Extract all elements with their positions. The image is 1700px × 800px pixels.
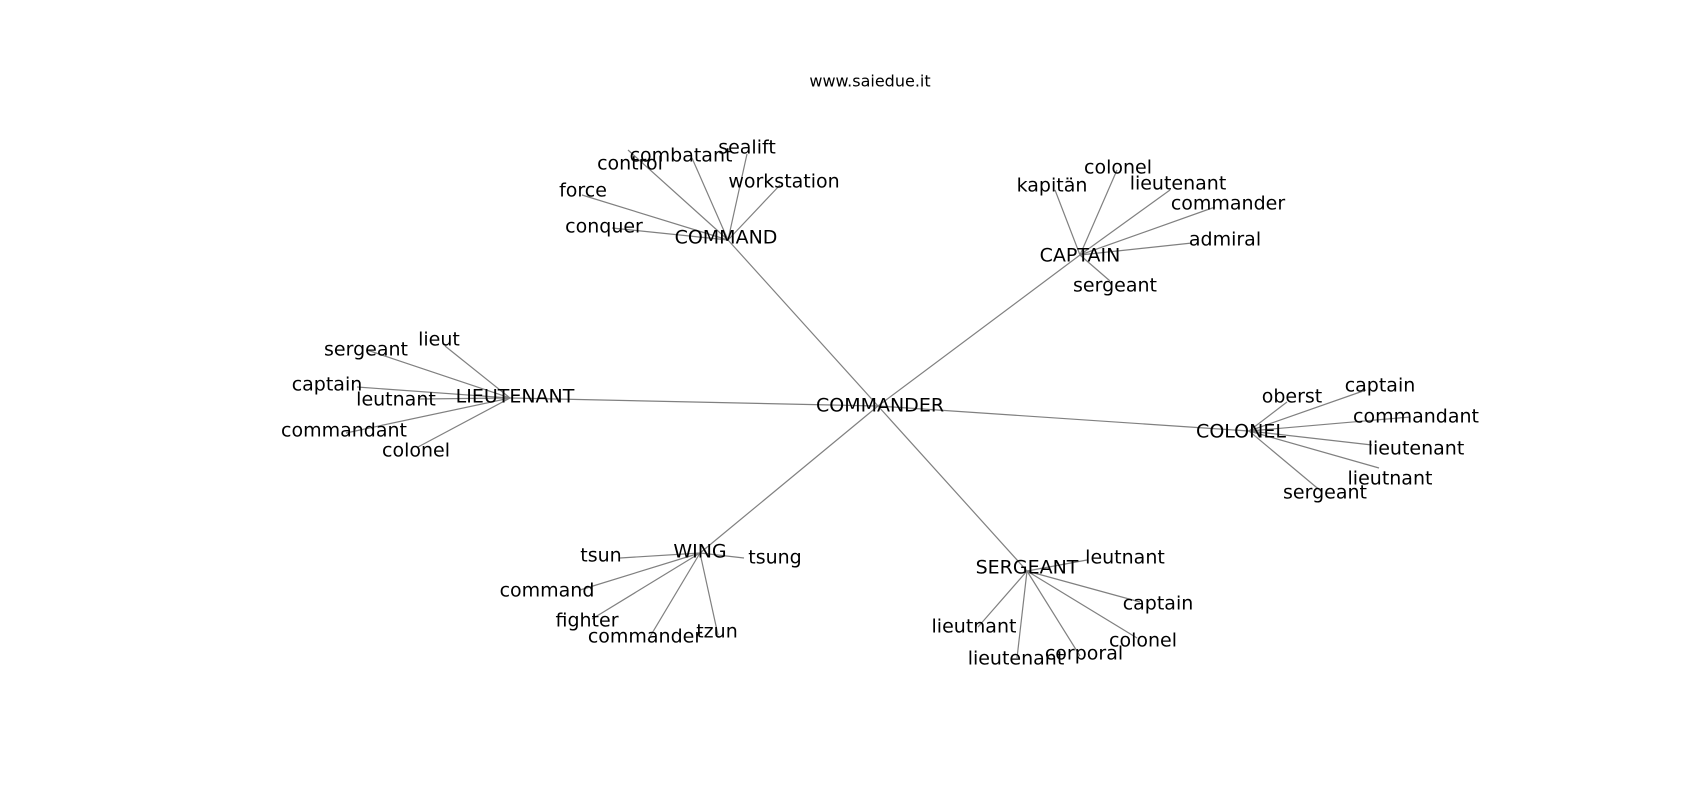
edge-hub-to-leaf: [1248, 430, 1380, 469]
hub-node-label: LIEUTENANT: [456, 386, 575, 408]
edge-hub-to-leaf: [699, 552, 745, 559]
edge-center-to-hub: [877, 405, 1250, 432]
edge-hub-to-leaf: [1079, 169, 1118, 256]
leaf-node-label: command: [500, 580, 595, 602]
leaf-node-label: sergeant: [1283, 482, 1367, 504]
edge-hub-to-leaf: [1248, 430, 1323, 493]
leaf-node-label: sealift: [718, 137, 776, 159]
edge-hub-to-leaf: [417, 397, 511, 448]
leaf-node-label: tzun: [696, 621, 738, 643]
edge-center-to-hub: [509, 397, 879, 407]
edge-center-to-hub: [727, 239, 879, 407]
edge-hub-to-leaf: [619, 552, 701, 559]
leaf-node-label: oberst: [1262, 386, 1323, 408]
leaf-node-label: lieutenant: [968, 648, 1065, 670]
leaf-node-label: kapitän: [1017, 175, 1088, 197]
edge-hub-to-leaf: [419, 397, 511, 400]
leaf-node-label: colonel: [382, 440, 450, 462]
leaf-node-label: leutnant: [1085, 547, 1165, 569]
edge-hub-to-leaf: [1248, 401, 1288, 432]
hub-node-label: SERGEANT: [976, 557, 1079, 579]
leaf-node-label: admiral: [1189, 229, 1261, 251]
hub-node-label: WING: [673, 541, 726, 563]
leaf-node-label: conquer: [565, 216, 643, 238]
leaf-node-label: control: [597, 153, 663, 175]
edge-hub-to-leaf: [1248, 430, 1373, 446]
edge-hub-to-leaf: [1026, 559, 1088, 572]
leaf-node-label: colonel: [1084, 157, 1152, 179]
edge-hub-to-leaf: [1079, 206, 1216, 256]
labels-layer: www.saiedue.it COMMANDER conquer force cont…: [281, 72, 1479, 670]
leaf-node-label: lieutenant: [1130, 173, 1227, 195]
leaf-node-label: commander: [588, 626, 703, 648]
leaf-node-label: captain: [1123, 593, 1194, 615]
edge-hub-to-leaf: [977, 570, 1028, 628]
hub-node-label: COLONEL: [1196, 421, 1286, 443]
leaf-node-label: tsun: [580, 545, 621, 567]
edge-hub-to-leaf: [579, 552, 701, 591]
edge-hub-to-leaf: [1054, 189, 1081, 256]
edge-hub-to-leaf: [1026, 570, 1141, 603]
edge-hub-to-leaf: [611, 227, 729, 241]
watermark-text: www.saiedue.it: [809, 72, 930, 91]
edge-hub-to-leaf: [1026, 570, 1138, 639]
leaf-node-label: lieutnant: [932, 616, 1017, 638]
leaf-node-label: combatant: [630, 145, 733, 167]
edge-hub-to-leaf: [345, 397, 511, 434]
edge-hub-to-leaf: [691, 157, 729, 241]
edge-hub-to-leaf: [1016, 570, 1028, 659]
leaf-node-label: commander: [1171, 193, 1286, 215]
leaf-node-label: tsung: [748, 547, 802, 569]
leaf-node-label: lieutnant: [1348, 468, 1433, 490]
leaf-node-label: sergeant: [324, 339, 408, 361]
edge-hub-to-leaf: [444, 345, 511, 399]
center-node-label: COMMANDER: [816, 395, 944, 417]
edges-layer: [345, 149, 1411, 659]
leaf-node-label: leutnant: [356, 389, 436, 411]
edge-hub-to-leaf: [366, 349, 511, 399]
edge-hub-to-leaf: [1079, 254, 1111, 282]
hub-node-label: COMMAND: [675, 227, 778, 249]
edge-hub-to-leaf: [1079, 189, 1171, 256]
leaf-node-label: lieutenant: [1368, 438, 1465, 460]
hub-node-label: CAPTAIN: [1040, 245, 1121, 267]
leaf-node-label: captain: [292, 374, 363, 396]
edge-hub-to-leaf: [699, 552, 719, 636]
edge-hub-to-leaf: [1248, 389, 1367, 432]
leaf-node-label: workstation: [728, 171, 839, 193]
leaf-node-label: sergeant: [1073, 275, 1157, 297]
edge-center-to-hub: [877, 254, 1081, 407]
edge-hub-to-leaf: [1026, 570, 1081, 657]
leaf-node-label: force: [559, 180, 607, 202]
edge-hub-to-leaf: [356, 386, 511, 399]
leaf-node-label: colonel: [1109, 630, 1177, 652]
edge-hub-to-leaf: [647, 552, 701, 641]
leaf-node-label: fighter: [555, 610, 618, 632]
edge-hub-to-leaf: [1079, 242, 1193, 256]
leaf-node-label: lieut: [418, 329, 460, 351]
edge-hub-to-leaf: [581, 194, 729, 241]
edge-center-to-hub: [877, 405, 1028, 572]
edge-hub-to-leaf: [627, 149, 729, 241]
edge-hub-to-leaf: [591, 552, 701, 620]
edge-center-to-hub: [699, 405, 879, 554]
edge-hub-to-leaf: [1248, 416, 1411, 432]
edge-hub-to-leaf: [727, 153, 748, 241]
leaf-node-label: captain: [1345, 375, 1416, 397]
leaf-node-label: commandant: [281, 420, 407, 442]
edge-hub-to-leaf: [727, 184, 781, 241]
leaf-node-label: commandant: [1353, 406, 1479, 428]
leaf-node-label: corporal: [1045, 643, 1123, 665]
